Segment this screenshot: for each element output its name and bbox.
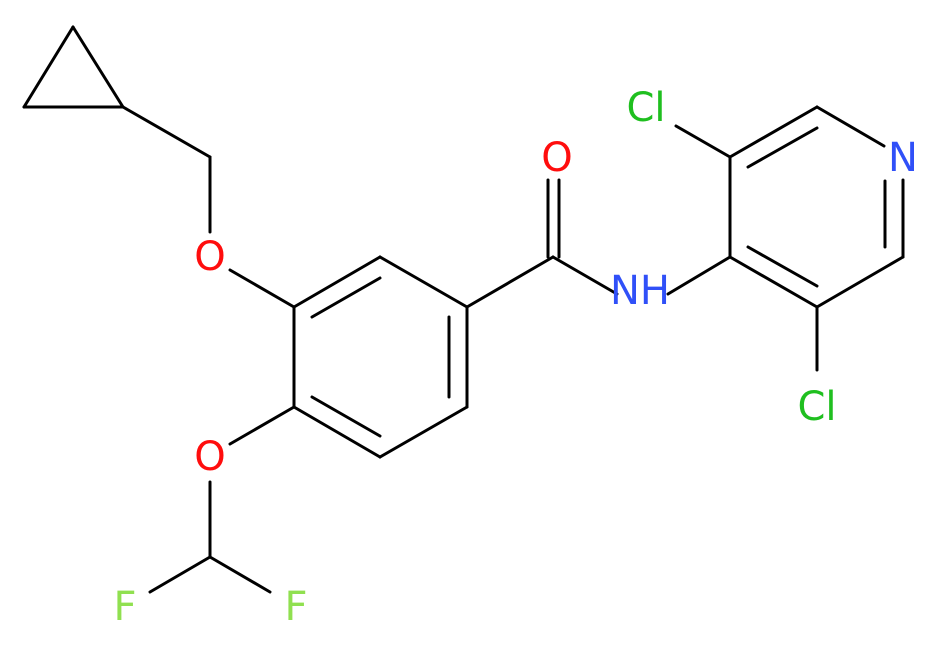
chloro-bonds [674,124,819,372]
atom-nitrogen-pyridine: N [888,135,918,181]
amide-group [465,178,732,309]
atom-oxygen-ether: O [194,234,225,280]
difluoromethoxy-group [148,405,296,594]
pyridine-ring [728,105,905,309]
atom-fluorine-left: F [113,584,136,630]
atom-chlorine-bottom: Cl [797,384,836,430]
atom-chlorine-top: Cl [626,85,665,131]
atom-oxygen-carbonyl: O [541,135,572,181]
cyclopropyl-ring [22,25,125,109]
benzene-ring [292,255,469,459]
atom-nitrogen-amide: NH [610,268,670,314]
cyclopropylmethyl-linker [121,105,296,309]
atom-oxygen-difluoromethoxy: O [194,434,225,480]
atom-fluorine-right: F [284,584,307,630]
